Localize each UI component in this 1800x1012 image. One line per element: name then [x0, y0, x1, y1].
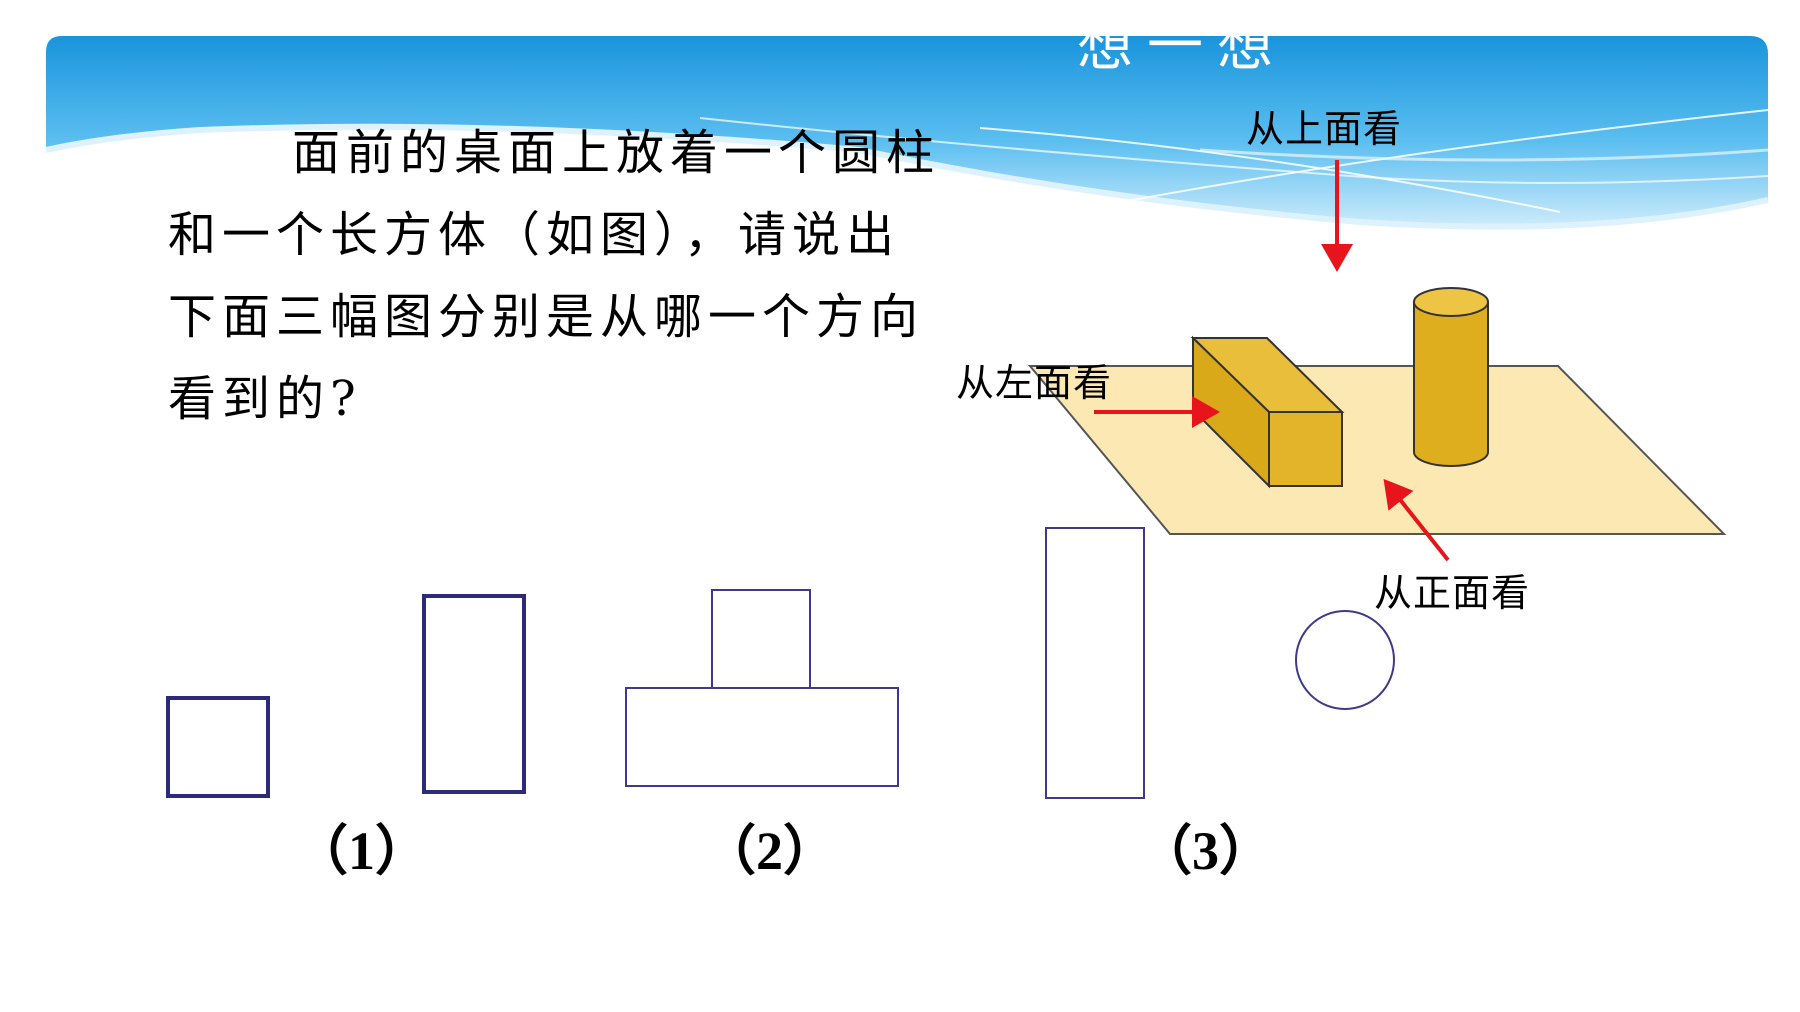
table-top — [1027, 365, 1727, 535]
label-from-front: 从正面看 — [1374, 571, 1531, 615]
cuboid — [1190, 335, 1345, 489]
cylinder — [1413, 287, 1489, 467]
label-from-left: 从左面看 — [956, 361, 1113, 405]
caption-view-1: （1） — [294, 821, 429, 881]
question-line: 面前的桌面上放着一个圆柱 — [292, 125, 941, 181]
slide-title: 想一想 — [1077, 14, 1287, 79]
view-1 — [166, 594, 526, 798]
question-line: 看到的? — [168, 371, 362, 427]
question-text: 面前的桌面上放着一个圆柱 和一个长方体（如图），请说出 下面三幅图分别是从哪一个… — [168, 112, 1028, 440]
view-3 — [1045, 527, 1395, 799]
label-from-top: 从上面看 — [1246, 107, 1403, 151]
arrow-from-front — [1383, 478, 1450, 562]
question-line: 和一个长方体（如图），请说出 — [168, 207, 901, 263]
caption-view-3: （3） — [1138, 821, 1273, 881]
caption-view-2: （2） — [702, 821, 837, 881]
view-2 — [625, 589, 899, 787]
question-line: 下面三幅图分别是从哪一个方向 — [168, 289, 925, 345]
